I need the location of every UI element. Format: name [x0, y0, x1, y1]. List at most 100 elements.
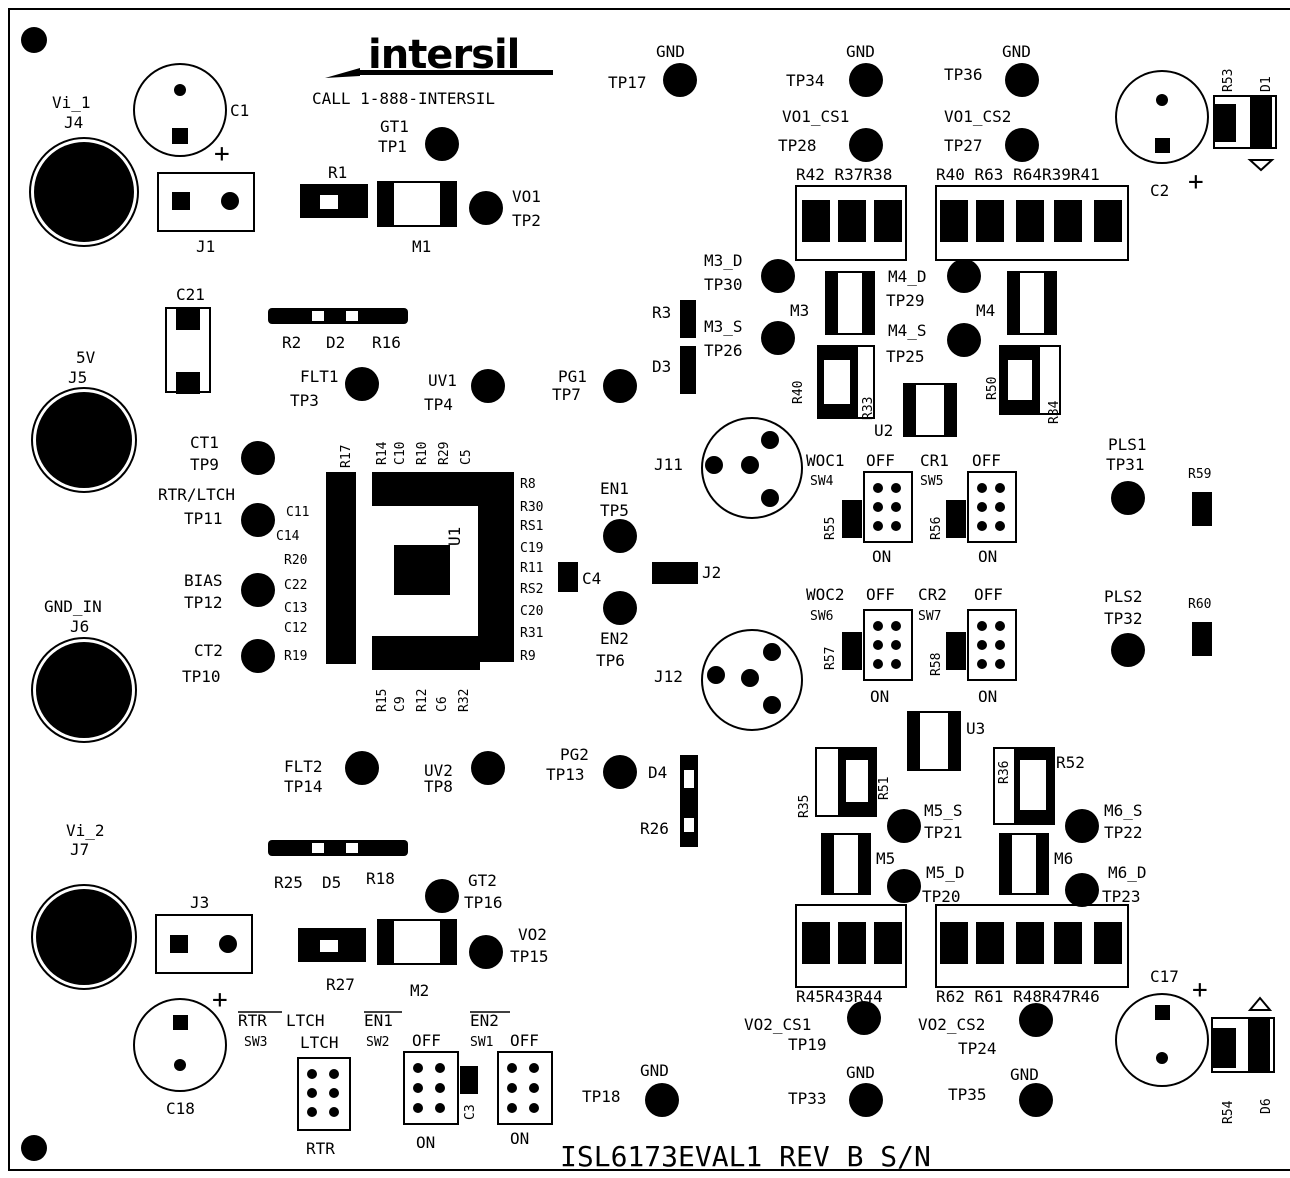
testpoint-pad[interactable] [469, 191, 503, 225]
switch-sw4[interactable]: WOC1 OFF SW4 ON [806, 451, 913, 566]
switch-sw5[interactable]: CR1 OFF SW5 ON [920, 451, 1017, 566]
switch-sw7[interactable]: CR2 OFF SW7 ON [918, 585, 1017, 706]
testpoint-pad[interactable] [469, 935, 503, 969]
testpoint-pad[interactable] [425, 879, 459, 913]
testpoint-ref: TP24 [958, 1039, 997, 1058]
svg-text:R29: R29 [437, 442, 452, 465]
switch-sw3[interactable]: RTR LTCH SW3 LTCH RTR [238, 1011, 351, 1158]
header-j3[interactable]: J3 [155, 893, 253, 974]
testpoint-pad[interactable] [1065, 809, 1099, 843]
resistor-array-bot-right: R62 R61 R48R47R46 [935, 904, 1129, 1006]
testpoint-pad[interactable] [887, 809, 921, 843]
testpoint-pad[interactable] [663, 63, 697, 97]
testpoint-pad[interactable] [849, 128, 883, 162]
testpoint-pad[interactable] [849, 63, 883, 97]
connector-j11[interactable]: J11 [654, 417, 803, 519]
header-j1[interactable]: J1 [157, 172, 255, 256]
testpoint-pad[interactable] [1005, 63, 1039, 97]
header-j2[interactable]: J2 [652, 562, 721, 584]
testpoint-pad[interactable] [603, 755, 637, 789]
testpoint-pad[interactable] [849, 1083, 883, 1117]
testpoint-pad[interactable] [947, 259, 981, 293]
testpoint-pad[interactable] [241, 441, 275, 475]
switch-sw2[interactable]: EN1 SW2 OFF ON [364, 1011, 459, 1152]
testpoint-pad[interactable] [847, 1001, 881, 1035]
connector-j5[interactable]: 5V J5 [31, 348, 137, 493]
svg-text:SW4: SW4 [810, 474, 834, 489]
svg-text:M3: M3 [790, 301, 809, 320]
testpoint-pad[interactable] [947, 323, 981, 357]
testpoint-ref: TP28 [778, 136, 817, 155]
testpoint-pad[interactable] [1065, 873, 1099, 907]
testpoint-pad[interactable] [603, 519, 637, 553]
testpoint-pad[interactable] [471, 751, 505, 785]
svg-text:R36: R36 [997, 761, 1012, 784]
testpoint-pad[interactable] [471, 369, 505, 403]
switch-sw1[interactable]: EN2 SW1 OFF ON [470, 1011, 553, 1148]
testpoint-pad[interactable] [1005, 128, 1039, 162]
testpoint-pad[interactable] [1111, 481, 1145, 515]
testpoint-pad[interactable] [241, 639, 275, 673]
testpoint-pad[interactable] [241, 573, 275, 607]
svg-text:R2: R2 [282, 333, 301, 352]
testpoint-pad[interactable] [603, 591, 637, 625]
testpoint-pad[interactable] [425, 127, 459, 161]
testpoint-pad[interactable] [761, 259, 795, 293]
connector-j4[interactable]: Vi_1 J4 [29, 93, 139, 247]
switch-sw6[interactable]: WOC2 OFF SW6 ON [806, 585, 913, 706]
testpoint-ref: TP1 [378, 137, 407, 156]
connector-j7[interactable]: Vi_2 J7 [31, 821, 137, 990]
svg-text:ON: ON [872, 547, 891, 566]
svg-text:C6: C6 [435, 696, 450, 712]
testpoint-pad[interactable] [345, 367, 379, 401]
testpoint-pad[interactable] [603, 369, 637, 403]
testpoint-pad[interactable] [761, 321, 795, 355]
testpoint-pad[interactable] [1019, 1083, 1053, 1117]
testpoint-pad[interactable] [345, 751, 379, 785]
testpoint-pad[interactable] [887, 869, 921, 903]
connector-j6[interactable]: GND_IN J6 [31, 597, 137, 743]
connector-j12[interactable]: J12 [654, 629, 803, 731]
svg-text:U3: U3 [966, 719, 985, 738]
testpoint-pad[interactable] [241, 503, 275, 537]
testpoint-pad[interactable] [1019, 1003, 1053, 1037]
testpoint-pad[interactable] [1111, 633, 1145, 667]
testpoint-pad[interactable] [645, 1083, 679, 1117]
